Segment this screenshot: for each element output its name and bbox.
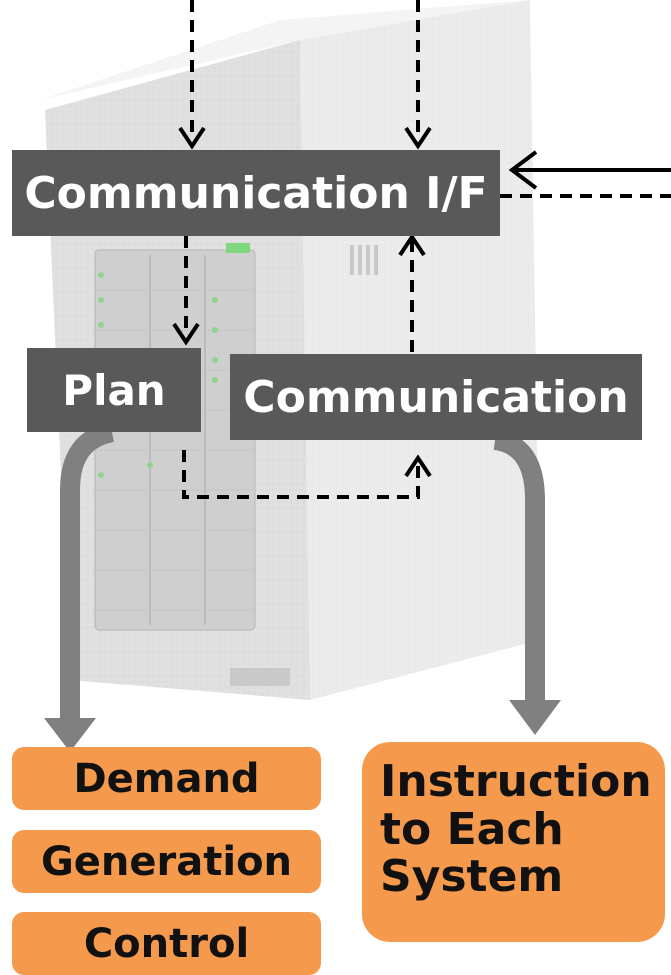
communication-if-label: Communication I/F — [24, 167, 488, 219]
generation-label: Generation — [40, 838, 293, 885]
instruction-label: Instruction to Each System — [380, 756, 652, 903]
communication-if-box: Communication I/F — [12, 150, 500, 236]
plan-label: Plan — [62, 365, 166, 415]
instruction-arrowhead — [509, 700, 561, 735]
communication-label: Communication — [243, 371, 629, 423]
demand-box: Demand — [12, 747, 321, 810]
demand-arrowhead — [44, 718, 96, 752]
control-box: Control — [12, 912, 321, 975]
communication-to-instruction-arrow — [493, 430, 545, 700]
plan-box: Plan — [27, 348, 201, 432]
communication-box: Communication — [230, 354, 642, 440]
demand-label: Demand — [73, 755, 260, 802]
control-label: Control — [83, 920, 250, 967]
instruction-box: Instruction to Each System — [362, 742, 665, 942]
plan-to-demand-arrow — [60, 422, 115, 720]
generation-box: Generation — [12, 830, 321, 893]
